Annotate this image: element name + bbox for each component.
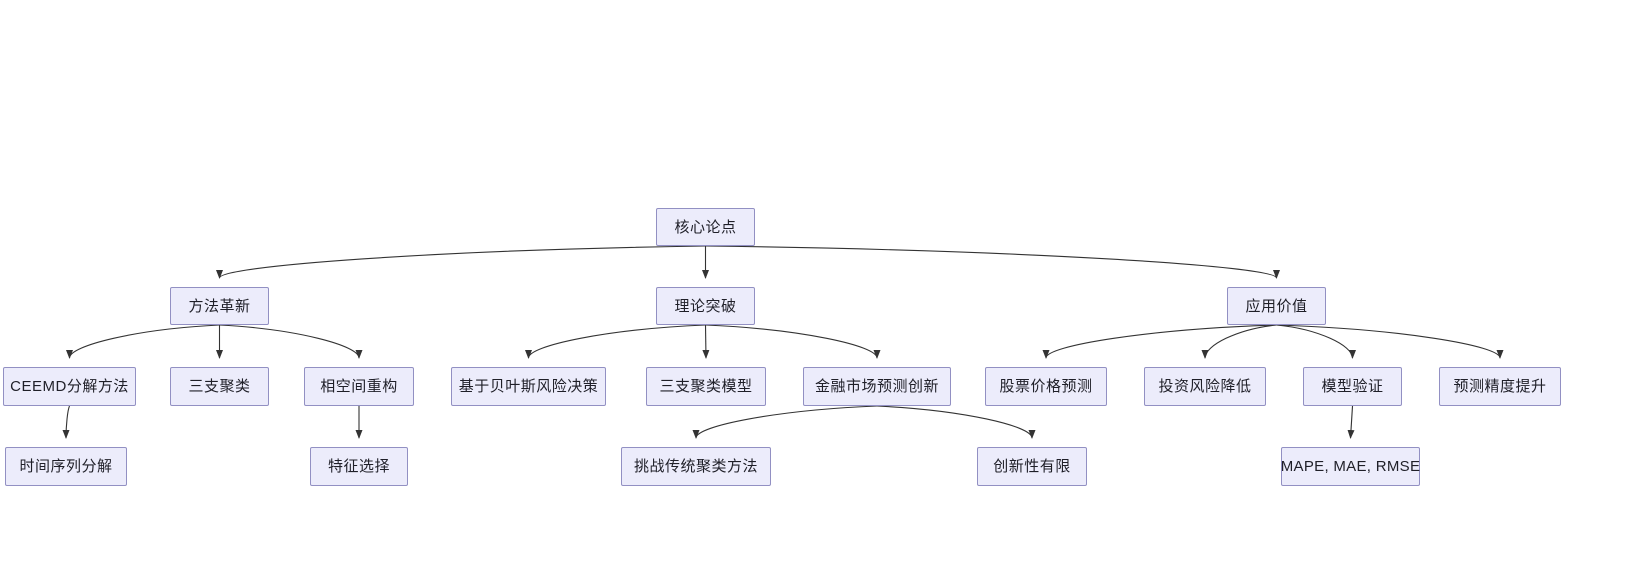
edge-ceemd-to-tsd [62,405,71,439]
edge-theory-to-finance [705,324,881,359]
node-label: 三支聚类 [188,378,251,395]
node-label: 核心论点 [674,218,737,236]
node-feature[interactable]: 特征选择 [310,447,408,486]
node-label: 金融市场预测创新 [814,378,939,395]
node-limited[interactable]: 创新性有限 [977,447,1087,486]
node-label: 三支聚类模型 [659,378,753,395]
edge-theory-to-twmodel [702,324,710,359]
node-theory[interactable]: 理论突破 [656,287,755,325]
node-label: 基于贝叶斯风险决策 [458,378,599,395]
node-finance[interactable]: 金融市场预测创新 [803,367,951,406]
edge-application-to-accuracy [1276,324,1504,359]
node-root[interactable]: 核心论点 [656,208,755,246]
node-label: CEEMD分解方法 [10,378,129,395]
node-label: MAPE, MAE, RMSE [1280,458,1421,475]
node-tsd[interactable]: 时间序列分解 [5,447,127,486]
node-ceemd[interactable]: CEEMD分解方法 [3,367,136,406]
edge-theory-to-bayes [525,324,706,359]
node-label: 方法革新 [188,297,251,315]
node-stock[interactable]: 股票价格预测 [985,367,1107,406]
edge-finance-to-limited [876,405,1036,439]
edge-method-to-ceemd [66,324,220,359]
edge-application-to-validate [1276,324,1356,359]
edge-application-to-risk [1201,324,1277,359]
node-label: 时间序列分解 [19,458,113,475]
edge-root-to-application [705,245,1280,279]
node-metrics[interactable]: MAPE, MAE, RMSE [1281,447,1420,486]
node-twmodel[interactable]: 三支聚类模型 [646,367,766,406]
edge-group [62,245,1504,439]
node-label: 特征选择 [327,458,390,475]
node-label: 模型验证 [1321,378,1384,395]
node-label: 股票价格预测 [999,378,1093,395]
node-accuracy[interactable]: 预测精度提升 [1439,367,1561,406]
node-label: 应用价值 [1245,297,1308,315]
edge-method-to-phase [219,324,363,359]
node-challenge[interactable]: 挑战传统聚类方法 [621,447,771,486]
node-method[interactable]: 方法革新 [170,287,269,325]
node-threeway[interactable]: 三支聚类 [170,367,269,406]
node-application[interactable]: 应用价值 [1227,287,1326,325]
edge-application-to-stock [1042,324,1277,359]
node-label: 预测精度提升 [1453,378,1547,395]
node-validate[interactable]: 模型验证 [1303,367,1402,406]
node-phase[interactable]: 相空间重构 [304,367,414,406]
edge-root-to-method [216,245,706,279]
node-label: 挑战传统聚类方法 [633,458,758,475]
edge-validate-to-metrics [1347,405,1355,439]
edge-finance-to-challenge [692,405,878,439]
node-label: 创新性有限 [993,458,1071,475]
node-label: 相空间重构 [320,378,398,395]
node-bayes[interactable]: 基于贝叶斯风险决策 [451,367,606,406]
node-label: 投资风险降低 [1158,378,1252,395]
node-label: 理论突破 [674,297,737,315]
node-risk[interactable]: 投资风险降低 [1144,367,1266,406]
